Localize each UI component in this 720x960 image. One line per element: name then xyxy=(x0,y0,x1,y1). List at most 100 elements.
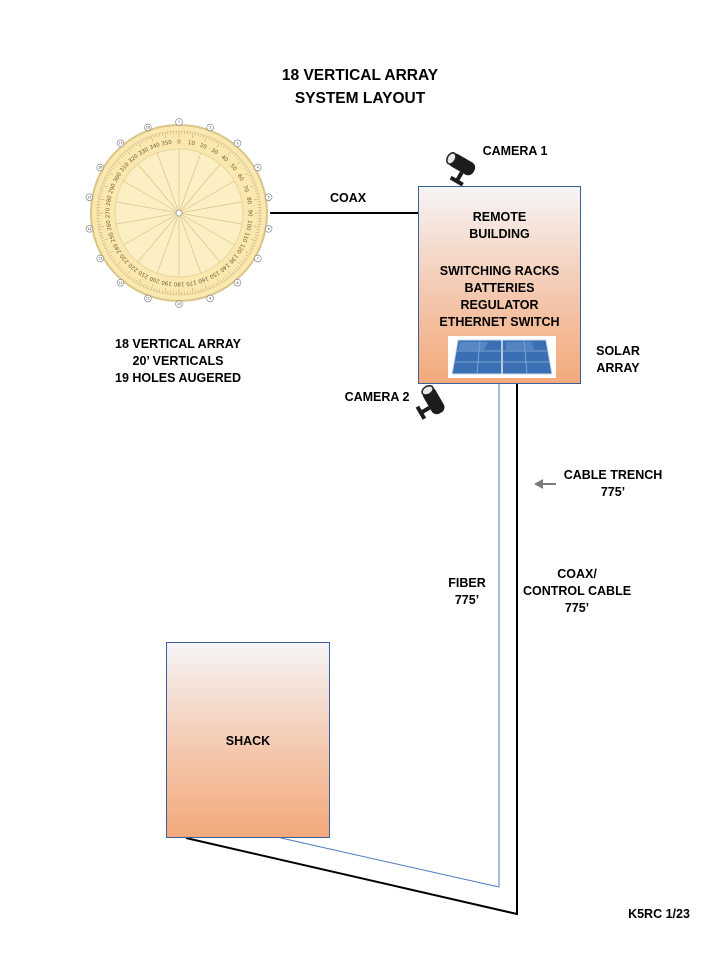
dial-tick xyxy=(106,174,110,177)
dial-tick xyxy=(130,146,133,150)
dial-tick xyxy=(200,134,202,138)
dial-tick xyxy=(101,184,108,188)
dial-tick xyxy=(161,132,163,136)
dial-tick xyxy=(256,195,260,197)
equipment-item: BATTERIES xyxy=(464,281,535,295)
svg-text:13: 13 xyxy=(98,257,102,261)
hole-marker: 3 xyxy=(233,139,242,147)
dial-number: 120 xyxy=(235,242,246,255)
array-spoke xyxy=(115,212,180,225)
hole-marker: 15 xyxy=(85,193,94,201)
dial-tick xyxy=(233,153,237,157)
shack-label: SHACK xyxy=(225,734,271,748)
dial-number: 210 xyxy=(137,269,150,280)
array-spoke xyxy=(115,201,180,214)
dial-tick xyxy=(191,287,194,294)
dial-tick xyxy=(245,254,249,257)
dial-tick xyxy=(254,234,258,236)
dial-tick xyxy=(107,250,114,255)
svg-text:15: 15 xyxy=(87,195,91,199)
dial-tick xyxy=(249,247,253,250)
dial-tick xyxy=(153,134,155,138)
hole-marker: 1 xyxy=(175,118,183,126)
dial-number: 100 xyxy=(244,220,252,232)
cable-trench-line-1: CABLE TRENCH xyxy=(563,468,663,482)
dial-tick xyxy=(150,135,154,142)
svg-text:10: 10 xyxy=(177,302,181,306)
solar-label-line-2: ARRAY xyxy=(596,361,640,375)
dial-tick xyxy=(242,259,246,262)
array-spoke xyxy=(156,212,180,274)
dial-tick xyxy=(123,271,127,275)
remote-building-line-2: BUILDING xyxy=(469,227,530,241)
cable-trench-line-2: 775’ xyxy=(600,485,626,499)
svg-text:6: 6 xyxy=(268,227,270,231)
coax-label: COAX xyxy=(329,191,367,205)
array-spoke xyxy=(178,163,221,214)
dial-tick xyxy=(145,285,148,289)
svg-text:4: 4 xyxy=(257,166,259,170)
solar-panel-icon xyxy=(448,336,556,378)
dial-tick xyxy=(204,135,208,142)
dial-tick xyxy=(140,282,143,286)
hole-marker: 11 xyxy=(144,294,152,303)
svg-text:3: 3 xyxy=(236,141,238,145)
array-label-line-2: 20’ VERTICALS xyxy=(132,354,224,368)
solar-label-line-1: SOLAR xyxy=(596,344,640,358)
dial-tick xyxy=(109,169,113,172)
dial-tick xyxy=(248,174,252,177)
dial-tick xyxy=(248,249,252,252)
dial-tick xyxy=(110,256,114,260)
dial-tick xyxy=(237,265,241,269)
dial-number: 10 xyxy=(187,140,195,147)
dial-number: 350 xyxy=(161,140,173,148)
dial-tick xyxy=(158,289,161,293)
dial-tick xyxy=(235,155,239,159)
dial-tick xyxy=(253,225,260,228)
dial-tick xyxy=(216,141,221,148)
dial-tick xyxy=(117,157,121,161)
dial-tick xyxy=(244,166,248,170)
dial-tick xyxy=(102,242,106,244)
dial-tick xyxy=(252,182,256,184)
dial-number: 170 xyxy=(185,279,197,287)
dial-tick xyxy=(244,171,251,176)
svg-text:9: 9 xyxy=(209,297,211,301)
solar-array-label: SOLAR ARRAY xyxy=(586,343,650,377)
dial-tick xyxy=(255,192,259,195)
dial-number: 40 xyxy=(220,154,230,163)
dial-tick xyxy=(213,283,216,287)
dial-tick xyxy=(132,144,136,148)
dial-tick xyxy=(203,288,205,292)
dial-tick xyxy=(112,259,116,262)
dial-tick xyxy=(128,275,131,278)
dial-tick xyxy=(204,284,208,291)
equipment-item: REGULATOR xyxy=(460,298,539,312)
dial-number: 310 xyxy=(119,161,131,173)
remote-building-line-1: REMOTE xyxy=(472,210,527,224)
dial-tick xyxy=(137,278,142,285)
dial-tick xyxy=(116,261,121,266)
dial-tick xyxy=(99,231,103,234)
dial-tick xyxy=(249,176,253,179)
hole-marker: 8 xyxy=(233,279,242,287)
dial-tick xyxy=(227,148,230,151)
dial-number: 190 xyxy=(161,278,173,286)
dial-tick xyxy=(222,144,226,148)
dial-tick xyxy=(102,182,106,184)
camera-2-label: CAMERA 2 xyxy=(344,390,410,404)
dial-tick xyxy=(222,278,226,282)
hole-marker: 13 xyxy=(96,254,104,263)
hole-marker: 9 xyxy=(206,294,214,303)
dial-tick xyxy=(208,136,210,140)
dial-tick xyxy=(105,247,109,250)
dial-tick xyxy=(227,275,230,278)
dial-number: 330 xyxy=(138,146,151,157)
svg-text:12: 12 xyxy=(118,281,122,285)
equipment-item: ETHERNET SWITCH xyxy=(439,315,560,329)
dial-tick xyxy=(200,288,202,292)
dial-tick xyxy=(99,192,103,195)
array-spoke xyxy=(137,163,180,214)
array-spoke xyxy=(178,152,202,214)
dial-number: 90 xyxy=(247,210,253,217)
